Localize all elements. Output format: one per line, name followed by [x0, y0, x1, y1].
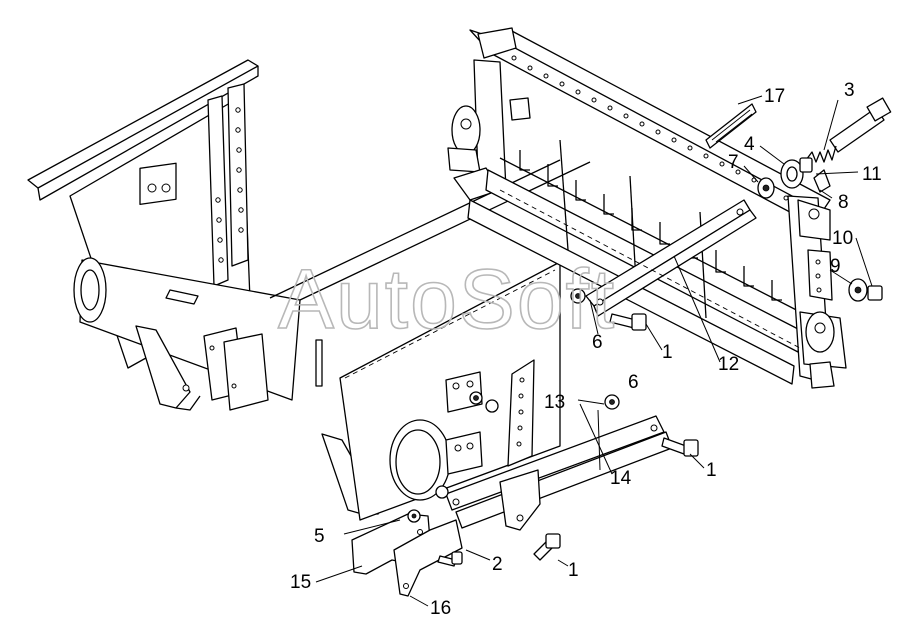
callout-12: 12	[718, 354, 739, 375]
callout-8: 8	[838, 192, 849, 213]
left-frame	[27, 59, 387, 515]
leader-lines	[315, 95, 873, 607]
callout-2: 2	[492, 554, 503, 575]
callout-15: 15	[290, 572, 311, 593]
callout-17: 17	[764, 86, 785, 107]
callout-14: 14	[610, 468, 632, 489]
hardware-parts	[351, 97, 892, 597]
callout-11: 11	[862, 164, 882, 185]
center-frame	[269, 159, 591, 521]
right-frame	[447, 27, 847, 389]
callout-1-upper: 1	[662, 342, 673, 363]
watermark: AutoSoft	[278, 252, 616, 346]
callout-7: 7	[728, 152, 739, 173]
callout-3: 3	[844, 80, 855, 101]
callout-9: 9	[830, 256, 841, 277]
callout-1-bottom: 1	[568, 560, 579, 581]
callout-4: 4	[744, 134, 755, 155]
callout-13: 13	[544, 392, 565, 413]
callouts: 17 3 4 7 11 8 10 9 6 1 12 6 13 1 14 5 2 …	[290, 80, 882, 619]
callout-16: 16	[430, 598, 451, 619]
callout-6-lower: 6	[628, 372, 639, 393]
callout-10: 10	[832, 228, 853, 249]
callout-5: 5	[314, 526, 325, 547]
callout-6-upper: 6	[592, 332, 603, 353]
callout-1-right: 1	[706, 460, 717, 481]
